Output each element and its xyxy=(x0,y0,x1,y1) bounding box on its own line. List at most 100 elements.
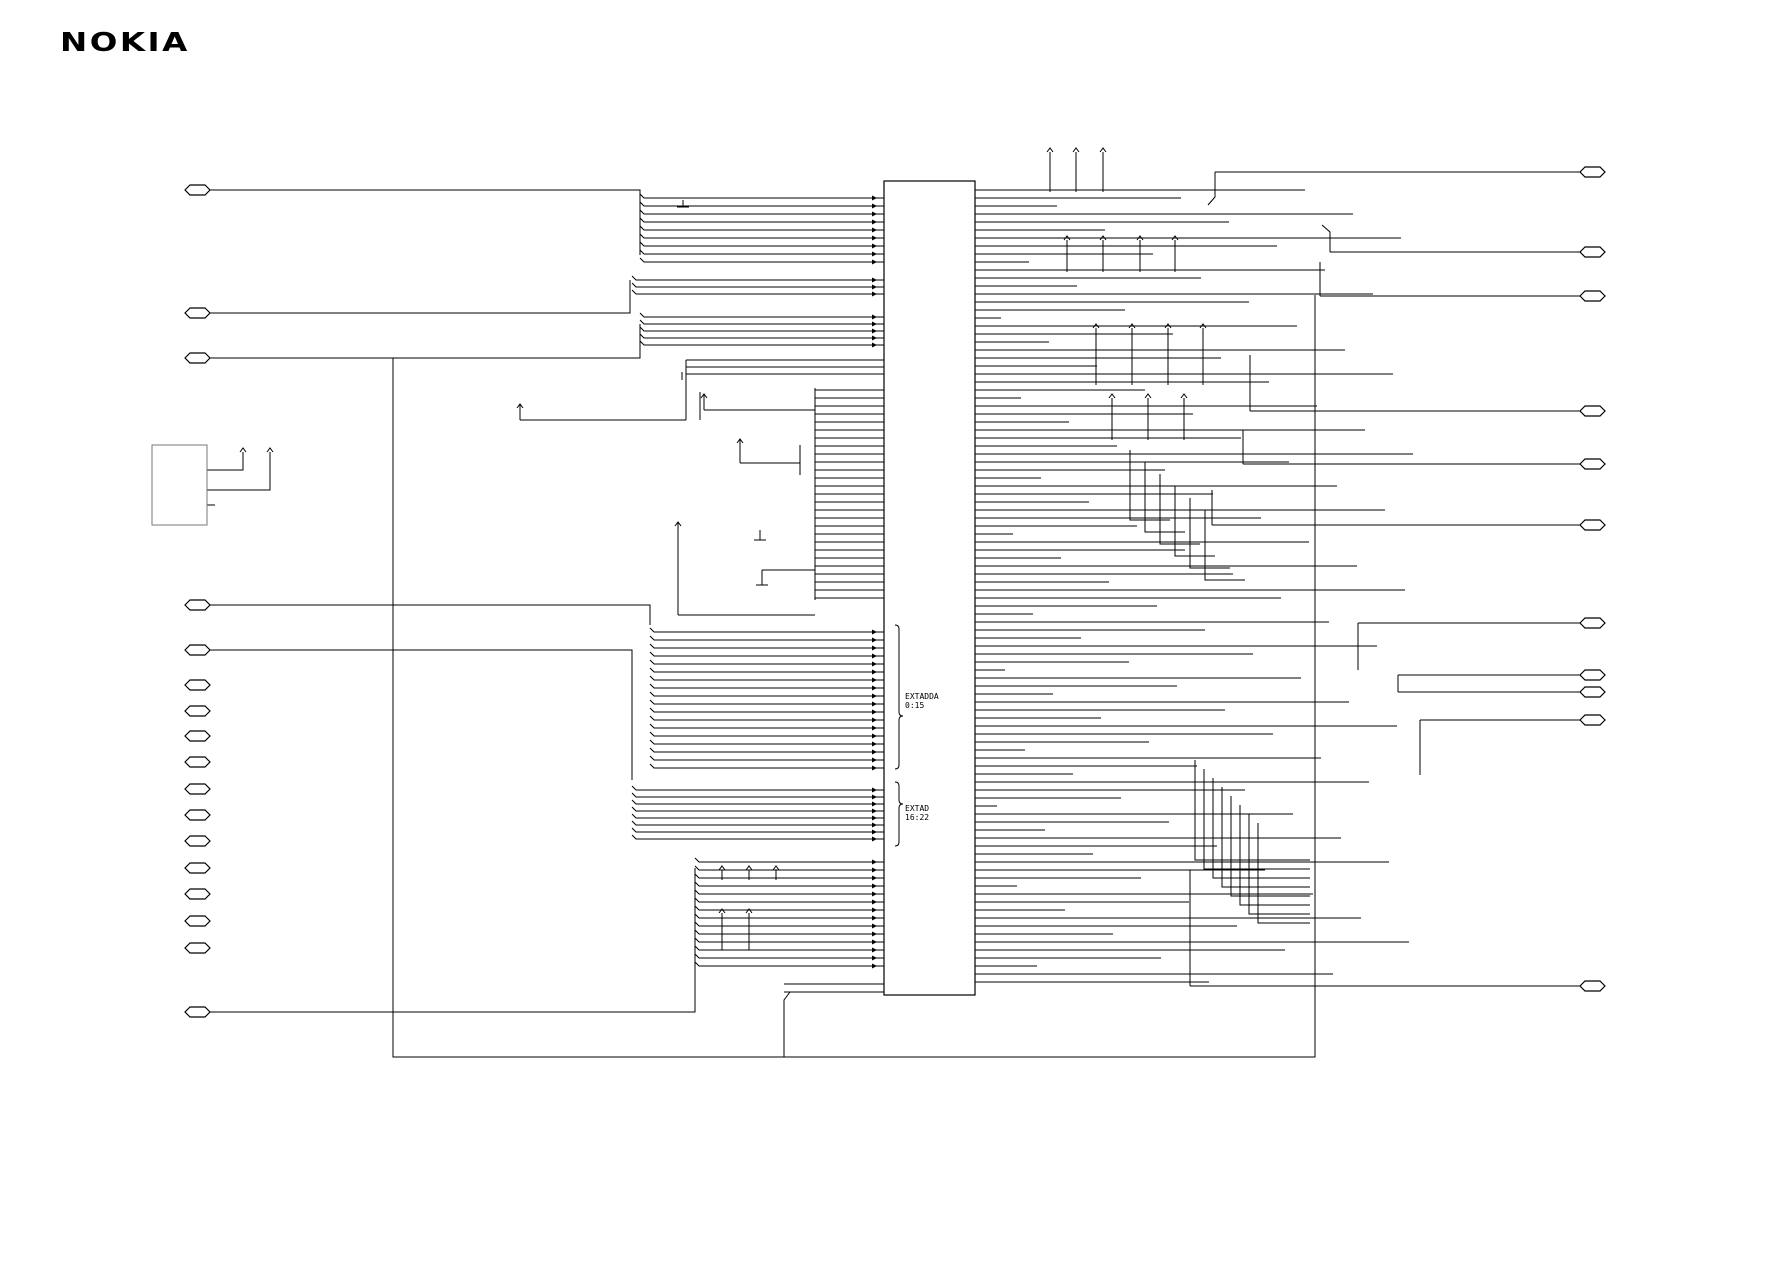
left-port-14 xyxy=(184,915,211,927)
wire-2 xyxy=(210,324,641,359)
up-arrow-182 xyxy=(745,865,753,871)
right-port-8 xyxy=(1579,686,1606,698)
pin-arrow-25 xyxy=(872,277,877,283)
pin-arrow-115 xyxy=(872,815,877,821)
wire-172 xyxy=(207,452,244,471)
left-port-16 xyxy=(184,1006,211,1018)
wire-94 xyxy=(649,723,884,729)
up-arrow-188 xyxy=(745,908,753,914)
right-port-4 xyxy=(1579,458,1606,470)
wire-299 xyxy=(1189,870,1580,987)
up-arrow-320 xyxy=(1164,323,1172,329)
left-port-15 xyxy=(184,942,211,954)
up-arrow-326 xyxy=(1144,393,1152,399)
pin-arrow-31 xyxy=(872,314,877,320)
wire-136 xyxy=(694,913,884,919)
pin-arrow-75 xyxy=(872,645,877,651)
pin-arrow-101 xyxy=(872,749,877,755)
pin-arrow-79 xyxy=(872,661,877,667)
wire-78 xyxy=(649,659,884,665)
pin-arrow-139 xyxy=(872,923,877,929)
wire-134 xyxy=(694,905,884,911)
left-port-9 xyxy=(184,783,211,795)
pin-arrow-137 xyxy=(872,915,877,921)
wire-174 xyxy=(207,452,271,491)
pin-arrow-107 xyxy=(872,787,877,793)
pin-arrow-141 xyxy=(872,931,877,937)
left-port-4 xyxy=(184,644,211,656)
pin-arrow-149 xyxy=(872,963,877,969)
wire-34 xyxy=(639,326,884,332)
wire-290 xyxy=(1321,224,1580,253)
pin-arrow-29 xyxy=(872,291,877,297)
up-arrow-306 xyxy=(1099,147,1107,153)
wire-294 xyxy=(1211,490,1580,526)
up-arrow-184 xyxy=(772,865,780,871)
wire-112 xyxy=(631,806,884,812)
wire-114 xyxy=(631,813,884,819)
left-port-10 xyxy=(184,809,211,821)
up-arrow-324 xyxy=(1108,393,1116,399)
wire-293 xyxy=(1242,430,1580,465)
pin-arrow-119 xyxy=(872,829,877,835)
wire-10 xyxy=(639,209,884,215)
wire-82 xyxy=(649,675,884,681)
wire-5 xyxy=(210,868,696,1013)
pin-arrow-135 xyxy=(872,907,877,913)
pin-arrow-27 xyxy=(872,284,877,290)
wire-126 xyxy=(694,873,884,879)
wire-18 xyxy=(639,241,884,247)
wire-12 xyxy=(639,217,884,223)
wire-338 xyxy=(1221,787,1310,888)
wire-16 xyxy=(639,233,884,239)
wire-1 xyxy=(210,280,631,314)
right-port-6 xyxy=(1579,617,1606,629)
up-arrow-175 xyxy=(266,447,274,453)
pin-arrow-89 xyxy=(872,701,877,707)
right-port-2 xyxy=(1579,290,1606,302)
pin-arrow-21 xyxy=(872,251,877,257)
wire-8 xyxy=(639,201,884,207)
wire-90 xyxy=(649,707,884,713)
right-port-0 xyxy=(1579,166,1606,178)
wire-140 xyxy=(694,929,884,935)
bus-brace-extadda xyxy=(894,624,904,770)
pin-arrow-131 xyxy=(872,891,877,897)
left-port-1 xyxy=(184,307,211,319)
wire-146 xyxy=(694,953,884,959)
left-port-0 xyxy=(184,184,211,196)
pin-arrow-95 xyxy=(872,725,877,731)
wire-138 xyxy=(694,921,884,927)
bus-label-extadda-2: 0:15 xyxy=(905,701,924,710)
wire-171 xyxy=(754,530,766,541)
pin-arrow-109 xyxy=(872,794,877,800)
wire-333 xyxy=(1189,498,1230,569)
pin-arrow-81 xyxy=(872,669,877,675)
wire-330 xyxy=(1144,462,1185,533)
wire-20 xyxy=(639,249,884,255)
wire-106 xyxy=(631,785,884,791)
wire-4 xyxy=(210,649,633,780)
wire-130 xyxy=(694,889,884,895)
pin-arrow-111 xyxy=(872,801,877,807)
pin-arrow-23 xyxy=(872,259,877,265)
pin-arrow-7 xyxy=(872,195,877,201)
pin-arrow-35 xyxy=(872,328,877,334)
pin-arrow-9 xyxy=(872,203,877,209)
wire-295 xyxy=(1357,622,1580,670)
up-arrow-322 xyxy=(1199,323,1207,329)
wire-3 xyxy=(210,604,651,625)
pin-arrow-143 xyxy=(872,939,877,945)
up-arrow-316 xyxy=(1092,323,1100,329)
wire-98 xyxy=(649,739,884,745)
left-port-13 xyxy=(184,888,211,900)
wire-84 xyxy=(649,683,884,689)
nokia-logo: NOKIA xyxy=(60,28,190,58)
wire-336 xyxy=(1203,769,1310,870)
wire-24 xyxy=(631,275,884,281)
pin-arrow-129 xyxy=(872,883,877,889)
up-arrow-314 xyxy=(1171,235,1179,241)
pin-arrow-147 xyxy=(872,955,877,961)
wire-22 xyxy=(639,257,884,263)
right-port-7 xyxy=(1579,669,1606,681)
